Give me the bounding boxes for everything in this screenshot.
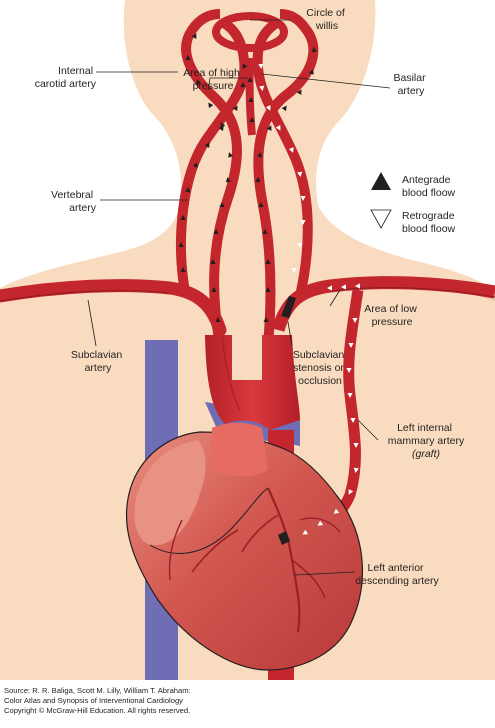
antegrade-arrow xyxy=(308,69,314,75)
basilar-artery xyxy=(245,57,256,136)
label-subclavian-stenosis: Subclavian stenosis or occlusion xyxy=(293,349,347,387)
label-retrograde-blood-flow: Retrograde blood floow xyxy=(402,210,457,235)
retrograde-arrow xyxy=(259,85,265,91)
left-internal-carotid-artery xyxy=(181,9,242,346)
retrograde-arrow xyxy=(346,368,352,373)
antegrade-arrow xyxy=(263,317,269,322)
leader-lines xyxy=(87,19,391,576)
retrograde-arrow xyxy=(333,508,340,514)
subclavian-stenosis xyxy=(281,296,296,318)
aortic-arch xyxy=(205,335,300,430)
antegrade-arrow xyxy=(249,117,255,122)
retrograde-arrow xyxy=(291,268,297,273)
antegrade-arrow xyxy=(311,47,317,53)
antegrade-arrow xyxy=(180,267,186,272)
graft-anastomosis xyxy=(278,531,290,545)
antegrade-arrow xyxy=(262,229,268,234)
left-subclavian-artery xyxy=(0,279,227,337)
retrograde-arrow xyxy=(355,283,360,289)
antegrade-arrow xyxy=(232,105,238,112)
body-silhouette xyxy=(0,0,495,680)
retrograde-arrow xyxy=(347,393,353,398)
retrograde-arrow xyxy=(350,418,356,423)
antegrade-arrow xyxy=(247,77,253,82)
label-area-of-low-pressure: Area of low pressure xyxy=(364,303,419,328)
antegrade-arrow xyxy=(204,142,210,149)
antegrade-arrow xyxy=(265,259,271,264)
retrograde-arrow xyxy=(348,343,354,348)
retrograde-arrow xyxy=(288,147,294,153)
label-subclavian-artery: Subclavian artery xyxy=(71,349,125,374)
antegrade-arrow xyxy=(255,177,261,183)
label-circle-of-willis: Circle of willis xyxy=(306,7,347,32)
antegrade-arrows xyxy=(178,33,317,322)
antegrade-arrow xyxy=(192,162,198,168)
circle-of-willis xyxy=(212,12,288,52)
antegrade-arrow xyxy=(281,105,287,112)
label-area-of-high-pressure: Area of high pressure xyxy=(183,67,243,92)
label-left-anterior-descending-artery: Left anterior descending artery xyxy=(355,562,439,587)
antegrade-arrow xyxy=(210,259,216,264)
label-basilar-artery: Basilar artery xyxy=(393,72,428,97)
antegrade-arrow xyxy=(258,202,264,207)
retrograde-legend-icon xyxy=(370,209,392,229)
retrograde-arrow xyxy=(353,467,359,473)
left-vertebral-artery xyxy=(176,17,250,293)
retrograde-arrow xyxy=(302,529,309,535)
right-internal-carotid-artery xyxy=(253,9,319,346)
retrograde-arrow xyxy=(300,220,306,225)
label-left-internal-mammary-artery: Left internal mammary artery xyxy=(388,422,465,447)
source-citation: Source: R. R. Baliga, Scott M. Lilly, Wi… xyxy=(4,686,193,715)
retrograde-arrows xyxy=(258,63,360,535)
retrograde-arrow xyxy=(300,196,306,201)
retrograde-arrow xyxy=(265,105,271,111)
label-antegrade-blood-flow: Antegrade blood floow xyxy=(402,174,456,199)
antegrade-arrow xyxy=(196,79,202,85)
antegrade-arrow xyxy=(191,33,197,40)
antegrade-arrow xyxy=(296,89,302,96)
pulmonary-trunk xyxy=(210,422,268,477)
retrograde-arrow xyxy=(341,284,346,290)
antegrade-arrow xyxy=(266,125,272,131)
antegrade-arrow xyxy=(242,63,248,70)
antegrade-arrow xyxy=(248,97,254,102)
right-atrium xyxy=(134,440,206,546)
label-internal-carotid-artery: Internal carotid artery xyxy=(35,65,97,90)
antegrade-arrow xyxy=(240,82,246,87)
retrograde-arrow xyxy=(297,243,303,248)
retrograde-arrow xyxy=(353,443,359,448)
antegrade-arrow xyxy=(208,102,214,109)
antegrade-arrow xyxy=(185,187,191,193)
retrograde-arrow xyxy=(258,63,264,69)
antegrade-arrow xyxy=(219,202,225,207)
retrograde-arrow xyxy=(348,489,354,495)
antegrade-arrow xyxy=(265,287,271,292)
retrograde-arrow xyxy=(352,318,358,323)
label-graft: (graft) xyxy=(412,448,440,460)
retrograde-arrow xyxy=(275,124,281,131)
antegrade-arrow xyxy=(228,152,234,158)
antegrade-arrow xyxy=(185,55,191,61)
label-vertebral-artery: Vertebral artery xyxy=(51,189,97,214)
antegrade-arrow xyxy=(218,125,224,132)
antegrade-arrow xyxy=(256,152,262,158)
retrograde-arrow xyxy=(317,520,324,526)
antegrade-arrow xyxy=(225,177,231,183)
antegrade-arrow xyxy=(213,229,219,234)
antegrade-legend-icon xyxy=(371,172,391,190)
retrograde-arrow xyxy=(327,285,332,291)
antegrade-arrow xyxy=(215,317,221,322)
antegrade-arrow xyxy=(178,242,184,247)
antegrade-arrow xyxy=(180,215,186,220)
antegrade-arrow xyxy=(211,287,217,292)
retrograde-arrow xyxy=(297,171,303,177)
